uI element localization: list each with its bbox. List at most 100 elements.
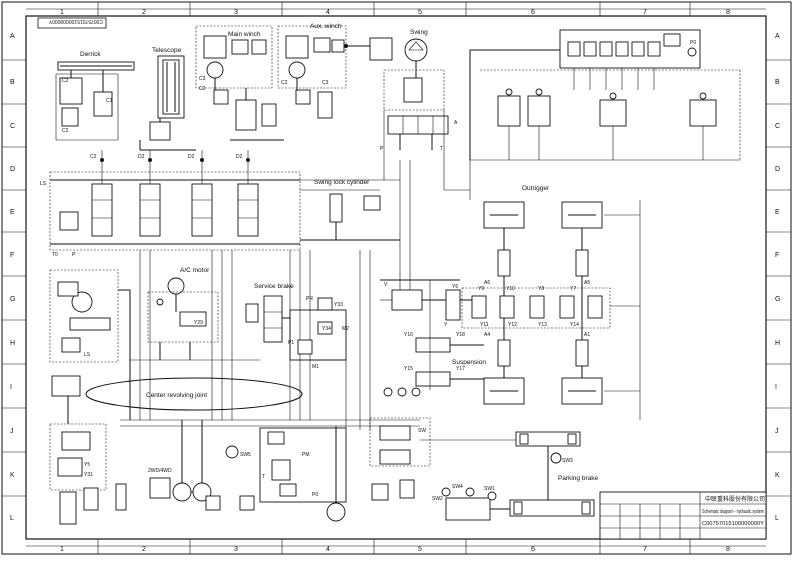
row-label-i: I	[10, 384, 12, 391]
svg-text:Y12: Y12	[508, 322, 517, 328]
pilot-handle-right	[689, 99, 717, 127]
parking-brake-label: Parking brake	[558, 475, 598, 482]
steering-group: Y5 Y31	[49, 375, 127, 525]
suspension-valve-lower	[415, 371, 451, 387]
row-label-l-right: L	[775, 515, 779, 522]
svg-text:T0: T0	[52, 252, 58, 258]
svg-text:Y9: Y9	[478, 286, 484, 292]
third-pump	[326, 502, 346, 522]
svg-text:D2: D2	[188, 154, 195, 160]
pump-valve-block	[259, 427, 347, 503]
telescope-balance-valve	[149, 121, 171, 141]
service-brake-valve	[263, 295, 283, 343]
title-drawing-name: Schematic diagram - hydraulic system	[702, 509, 764, 515]
m2-label: M2	[342, 326, 349, 332]
col-label-6: 6	[531, 9, 535, 16]
inner-border	[25, 15, 767, 540]
aux-winch-label: Aux. winch	[310, 23, 342, 30]
y34-label: Y34	[322, 326, 331, 332]
pilot-handle-center	[599, 99, 627, 127]
swing-lock-label: Swing lock cylinder	[314, 179, 370, 186]
priority-valve-group: LS	[49, 269, 131, 420]
svg-text:A: A	[454, 120, 458, 126]
row-label-b: B	[10, 79, 15, 86]
ac-motor-frame	[147, 291, 219, 343]
title-block: 中联重科股份有限公司 Schematic diagram - hydraulic…	[599, 491, 767, 540]
suspension-label: Suspension	[452, 359, 486, 366]
aux-winch-group: Aux. winch C2 C3	[277, 23, 370, 119]
svg-text:C2: C2	[281, 80, 288, 86]
drawing-number-top: C00757015100000000Y	[48, 18, 103, 24]
svg-text:C1: C1	[106, 98, 113, 104]
svg-text:Y7: Y7	[570, 286, 576, 292]
svg-text:P: P	[380, 146, 384, 152]
col-label-1: 1	[60, 9, 64, 16]
swing-brake-valve	[369, 37, 393, 61]
ls-label: LS	[40, 181, 47, 187]
switch-valve-frame	[369, 417, 431, 467]
pilot-handles	[470, 69, 741, 161]
sw4-label: SW4	[452, 484, 463, 490]
row-label-d: D	[10, 166, 15, 173]
row-label-e-right: E	[775, 209, 780, 216]
main-pump	[172, 482, 192, 502]
center-revolving-joint	[85, 377, 303, 411]
row-labels: A B C D E F G H I J K L A B C D E F G H …	[10, 33, 780, 522]
valve-section-3	[191, 183, 213, 237]
svg-text:D2: D2	[236, 154, 243, 160]
svg-text:Y10: Y10	[506, 286, 515, 292]
derrick-cylinder-bar	[57, 61, 135, 71]
y5-label: Y5	[84, 462, 90, 468]
svg-text:D2: D2	[138, 154, 145, 160]
ls-label-2: LS	[84, 352, 91, 358]
title-company: 中联重科股份有限公司	[705, 495, 765, 503]
col-label-2-bottom: 2	[142, 546, 146, 553]
row-label-l: L	[10, 515, 14, 522]
outrigger-jack-right	[575, 249, 589, 277]
row-label-k-right: K	[775, 472, 780, 479]
suspension-group: Suspension Y16 Y18 Y15 Y17	[404, 332, 486, 387]
telescope-group: Telescope	[139, 47, 196, 151]
drawing-number-box	[37, 17, 107, 29]
ac-motor-group: A/C motor Y29	[147, 267, 219, 360]
y15-label: Y15	[404, 366, 413, 372]
twowd-fourwd-label: 2WD/4WD	[148, 468, 172, 474]
outrigger-group: Outrigger Y9 Y10 Y8 Y7 Y11 Y12 Y13 Y14 A…	[461, 185, 611, 405]
col-label-7: 7	[643, 9, 647, 16]
col-label-5: 5	[418, 9, 422, 16]
y-label: Y	[444, 322, 448, 328]
swing-lock-group: Swing lock cylinder	[300, 179, 400, 241]
row-label-c: C	[10, 123, 15, 130]
svg-text:Y14: Y14	[570, 322, 579, 328]
outrigger-valve-block	[461, 287, 611, 329]
pm-label: PM	[302, 452, 310, 458]
col-label-3: 3	[234, 9, 238, 16]
y31-label: Y31	[84, 472, 93, 478]
suspension-valve-upper	[415, 337, 451, 353]
svg-text:C2: C2	[62, 78, 69, 84]
p0-label-2: P0	[312, 492, 318, 498]
ac-motor-label: A/C motor	[180, 267, 210, 274]
pump-group: PM P0 T 2WD/4WD SW5	[148, 420, 347, 522]
swing-group: Swing P T A	[369, 29, 458, 152]
center-revolving-joint-label: Center revolving joint	[146, 392, 207, 399]
title-block-frame	[599, 491, 767, 540]
row-label-k: K	[10, 472, 15, 479]
col-label-6-bottom: 6	[531, 546, 535, 553]
main-winch-label: Main winch	[228, 31, 261, 38]
service-brake-group: Service brake PR Y33 Y34 M2 M1 P1	[245, 283, 349, 370]
y33-label: Y33	[334, 302, 343, 308]
row-label-d-right: D	[775, 166, 780, 173]
svg-text:Y8: Y8	[538, 286, 544, 292]
col-label-4-bottom: 4	[326, 546, 330, 553]
pilot-handle-mid-left	[527, 95, 551, 127]
title-number: C00757015100000000Y	[702, 521, 765, 527]
svg-text:Y11: Y11	[480, 322, 489, 328]
column-zone-ticks	[26, 2, 766, 554]
service-brake-label: Service brake	[254, 283, 294, 290]
sw-label-frame: SW	[418, 428, 426, 434]
row-label-a-right: A	[775, 33, 780, 40]
svg-text:C2: C2	[90, 154, 97, 160]
col-label-8-bottom: 8	[726, 546, 730, 553]
